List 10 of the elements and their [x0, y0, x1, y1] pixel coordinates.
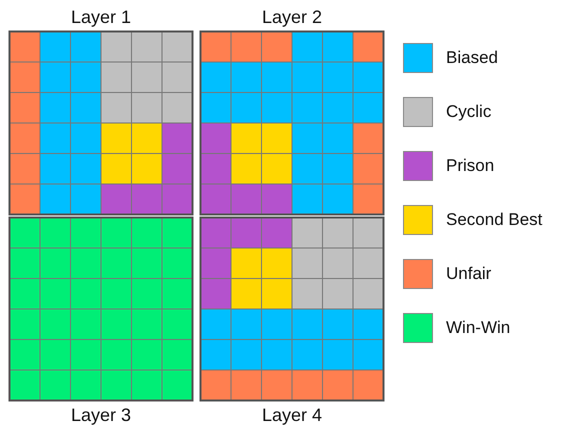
legend-label: Unfair	[446, 264, 492, 284]
legend-label: Cyclic	[446, 102, 492, 122]
legend-label: Win-Win	[446, 318, 510, 338]
layer-title: Layer 2	[262, 6, 322, 29]
layer-title: Layer 4	[262, 404, 322, 427]
legend-label: Prison	[446, 156, 494, 176]
legend-label: Second Best	[446, 210, 542, 230]
layer-title: Layer 1	[70, 6, 132, 29]
legend-label: Biased	[446, 48, 498, 68]
layer-title: Layer 3	[70, 404, 132, 427]
